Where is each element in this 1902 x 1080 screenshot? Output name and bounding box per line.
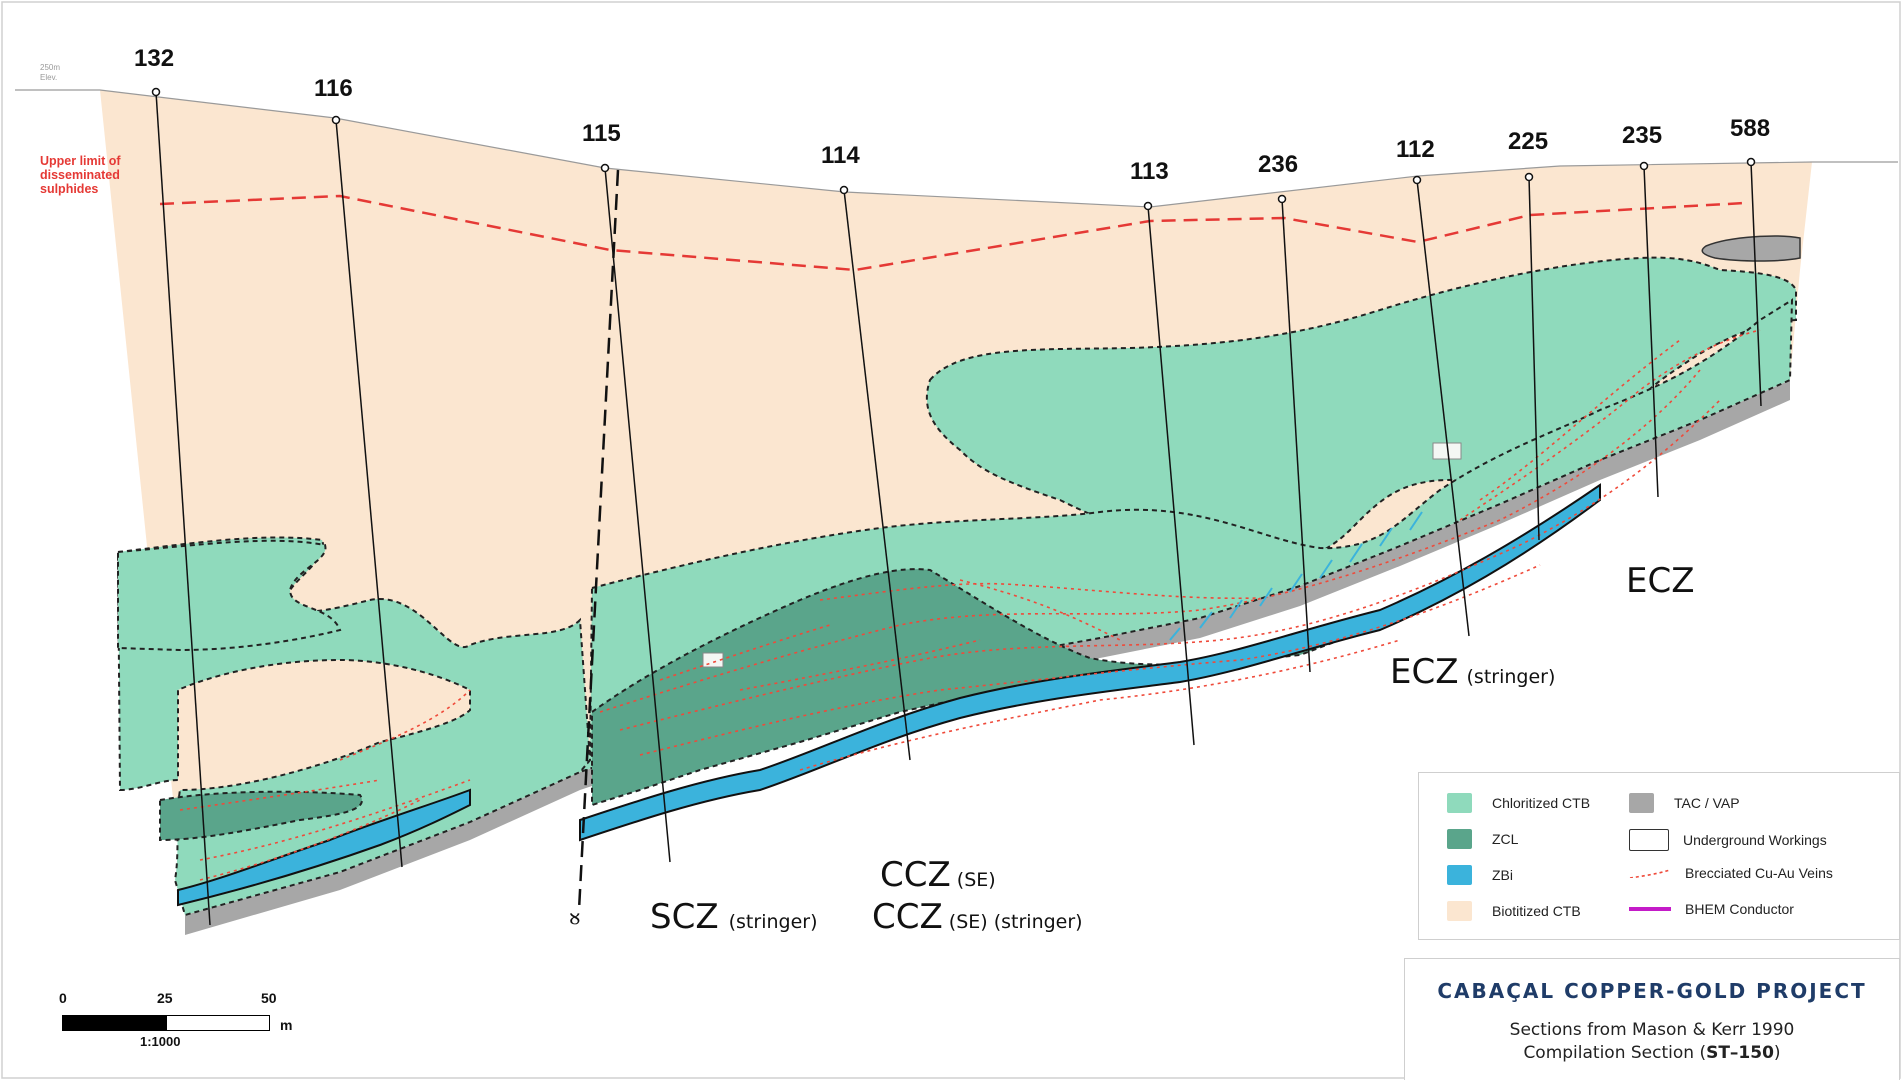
scale-tick-0: 0 xyxy=(59,990,67,1006)
legend-item-biotitized-ctb: Biotitized CTB xyxy=(1447,901,1581,921)
fault-symbol: ∝ xyxy=(560,911,588,927)
drill-hole-label-235: 235 xyxy=(1622,122,1662,149)
chloritized-left-lens xyxy=(117,539,342,652)
elevation-label-1: 250m xyxy=(40,63,60,72)
scale-tick-50: 50 xyxy=(261,990,277,1006)
chloritized-lens-upper xyxy=(925,256,1797,565)
bhem-conductor-hatch xyxy=(1169,511,1423,641)
scale-bar-black xyxy=(62,1015,166,1031)
drill-hole-label-588: 588 xyxy=(1730,115,1770,142)
drill-hole-label-113: 113 xyxy=(1130,158,1169,185)
zbi-unit xyxy=(579,483,1601,842)
underground-working-3 xyxy=(1701,235,1801,262)
legend-swatch xyxy=(1629,869,1671,878)
project-title: CABAÇAL COPPER-GOLD PROJECT xyxy=(1437,979,1867,1003)
section-subtitle: Sections from Mason & Kerr 1990 Compilat… xyxy=(1405,1019,1899,1065)
fault-line xyxy=(577,169,620,911)
title-block: CABAÇAL COPPER-GOLD PROJECT Sections fro… xyxy=(1404,958,1900,1080)
legend-swatch xyxy=(1447,901,1472,921)
legend-label: TAC / VAP xyxy=(1674,795,1740,811)
legend-item-bhem-conductor: BHEM Conductor xyxy=(1629,901,1794,917)
legend-item-underground-workings: Underground Workings xyxy=(1629,829,1827,851)
tac-vap-unit xyxy=(185,380,1790,935)
upper-limit-note-3: sulphides xyxy=(40,182,98,196)
legend-item-zbi: ZBi xyxy=(1447,865,1513,885)
legend-label: ZBi xyxy=(1492,867,1513,883)
zcl-unit-central xyxy=(591,568,1342,807)
zone-label-scz-stringer: SCZ(stringer) xyxy=(650,897,818,937)
upper-limit-note-1: Upper limit of xyxy=(40,154,121,168)
drill-hole-label-116: 116 xyxy=(314,75,353,102)
legend-label: Brecciated Cu-Au Veins xyxy=(1685,865,1833,881)
legend-swatch xyxy=(1447,829,1472,849)
scale-unit: m xyxy=(280,1017,293,1033)
topographic-surface xyxy=(15,89,1898,208)
legend-swatch xyxy=(1629,907,1671,911)
legend-swatch xyxy=(1447,793,1472,813)
scale-tick-25: 25 xyxy=(157,990,173,1006)
scale-bar: 0 25 50 m 1:1000 xyxy=(59,990,293,1050)
zone-label-ccz-se: CCZ(SE) xyxy=(880,855,996,895)
drill-hole-label-225: 225 xyxy=(1508,128,1548,155)
legend-item-tac-vap: TAC / VAP xyxy=(1629,793,1740,813)
zone-label-ecz: ECZ xyxy=(1626,561,1695,601)
upper-limit-note-2: disseminated xyxy=(40,168,120,182)
drill-hole-label-132: 132 xyxy=(134,45,174,72)
drill-hole-label-114: 114 xyxy=(821,142,860,169)
legend-swatch xyxy=(1447,865,1472,885)
zone-label-ccz-se-stringer: CCZ(SE) (stringer) xyxy=(872,897,1083,937)
elevation-label-2: Elev. xyxy=(40,73,57,82)
drill-hole-label-112: 112 xyxy=(1396,136,1435,163)
subtitle-line-2: Compilation Section (ST–150) xyxy=(1523,1043,1781,1063)
legend: Chloritized CTB TAC / VAP ZCL Undergroun… xyxy=(1418,772,1900,940)
subtitle-line-1: Sections from Mason & Kerr 1990 xyxy=(1509,1020,1795,1040)
drill-hole-traces xyxy=(151,87,1762,926)
zone-label-ecz-stringer: ECZ(stringer) xyxy=(1390,652,1555,692)
brecciated-veins xyxy=(179,329,1761,881)
scale-ratio: 1:1000 xyxy=(140,1034,181,1049)
legend-label: ZCL xyxy=(1492,831,1519,847)
legend-label: Underground Workings xyxy=(1683,832,1827,848)
legend-item-chloritized-ctb: Chloritized CTB xyxy=(1447,793,1590,813)
legend-item-brecciated-veins: Brecciated Cu-Au Veins xyxy=(1629,865,1833,881)
legend-swatch xyxy=(1629,829,1669,851)
drill-hole-label-236: 236 xyxy=(1258,151,1298,178)
legend-label: BHEM Conductor xyxy=(1685,901,1794,917)
scale-bar-white xyxy=(166,1015,270,1031)
legend-item-zcl: ZCL xyxy=(1447,829,1518,849)
drill-hole-label-115: 115 xyxy=(582,120,621,147)
legend-label: Biotitized CTB xyxy=(1492,903,1581,919)
legend-label: Chloritized CTB xyxy=(1492,795,1591,811)
zcl-unit-left xyxy=(159,790,363,842)
legend-swatch xyxy=(1629,793,1654,813)
